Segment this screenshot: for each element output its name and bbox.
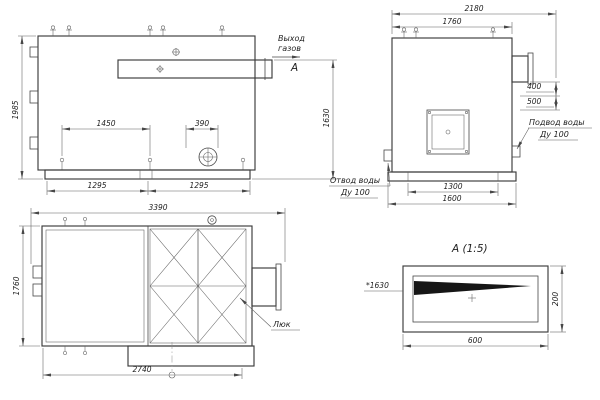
front-view: 2180 1760 400 500 Подвод воды Ду 100 xyxy=(329,4,592,208)
boiler-body-front xyxy=(391,37,513,173)
lifting-eye-icon xyxy=(172,48,180,56)
dim-400-label: 400 xyxy=(527,82,542,91)
dim-overall-length: 3390 xyxy=(30,203,286,264)
dim-1985-label: 1985 xyxy=(11,100,20,119)
dim-body-width-front: 1760 xyxy=(392,17,513,34)
dim-base-spans: 1295 1295 xyxy=(46,181,251,195)
water-outlet-callout: Отвод воды Ду 100 xyxy=(329,162,391,199)
dim-1760-plan-label: 1760 xyxy=(12,276,21,295)
dim-1295-left-label: 1295 xyxy=(87,181,106,190)
convective-panels xyxy=(149,228,247,344)
detail-title: А (1:5) xyxy=(451,243,488,255)
dim-overall-height: 1985 xyxy=(11,35,43,180)
water-outlet-label-line2: Ду 100 xyxy=(340,188,370,197)
dim-base-outer: 1600 xyxy=(387,183,517,208)
side-view: Выход газов А 1450 390 1295 1295 xyxy=(11,25,337,195)
burner-flange xyxy=(198,147,218,167)
gas-out-label-line2: газов xyxy=(278,44,301,53)
edge-fittings-plan xyxy=(63,217,87,355)
dim-500-label: 500 xyxy=(527,97,542,106)
dim-3390-label: 3390 xyxy=(148,203,167,212)
water-inlet-callout: Подвод воды Ду 100 xyxy=(516,118,592,150)
base-frame-side xyxy=(44,169,251,180)
dim-1630-label: 1630 xyxy=(322,108,331,127)
dim-200-label: 200 xyxy=(551,292,560,307)
hatch-label: Люк xyxy=(272,320,291,329)
dim-1300-label: 1300 xyxy=(443,182,462,191)
duct-crosshair-icon xyxy=(156,65,164,73)
detail-view-a: А (1:5) *1630 200 600 xyxy=(364,243,566,350)
dim-2740-label: 2740 xyxy=(132,365,151,374)
left-flanges-plan xyxy=(32,265,43,297)
gas-duct-front xyxy=(511,55,529,83)
dim-ref-height: *1630 xyxy=(364,281,403,292)
detail-inner-wall xyxy=(412,275,539,323)
hatch-callout: Люк xyxy=(239,297,300,331)
dim-390-label: 390 xyxy=(195,119,210,128)
dim-burner-offset: 390 xyxy=(185,119,219,148)
top-fittings-side xyxy=(50,25,225,36)
boiler-body-side xyxy=(37,35,256,171)
water-outlet-flange xyxy=(383,149,393,162)
vent-pipe-plan xyxy=(207,215,217,225)
gas-duct-plan xyxy=(251,267,277,307)
dim-1450-label: 1450 xyxy=(96,119,115,128)
water-inlet-label-line2: Ду 100 xyxy=(539,130,569,139)
section-mark-a: А xyxy=(290,62,298,74)
dim-detail-height: 200 xyxy=(550,265,566,333)
dim-body-width-plan: 1760 xyxy=(12,225,40,347)
left-flanges-side xyxy=(29,46,39,150)
duct-flange-front xyxy=(527,52,534,85)
dim-ref1630-label: *1630 xyxy=(366,281,389,290)
gas-out-label-line1: Выход xyxy=(278,34,305,43)
detail-outer-wall xyxy=(402,265,549,333)
dim-1760-front-label: 1760 xyxy=(442,17,461,26)
top-fittings-front xyxy=(401,27,496,38)
duct-flange-plan xyxy=(275,263,282,311)
gas-duct-side xyxy=(117,59,273,79)
dim-1295-right-label: 1295 xyxy=(189,181,208,190)
plan-view: Люк 3390 1760 2740 xyxy=(12,203,300,379)
dim-overall-width: 2180 xyxy=(391,4,557,78)
front-chamber-plan xyxy=(45,229,145,343)
dim-base-inner: 1300 xyxy=(407,182,499,196)
center-mark-icon xyxy=(468,294,476,302)
weld-wedge xyxy=(414,281,531,295)
access-door xyxy=(426,109,470,155)
dim-lower-duct-length: 2740 xyxy=(42,348,243,379)
water-outlet-label-line1: Отвод воды xyxy=(330,176,380,185)
water-inlet-label-line1: Подвод воды xyxy=(529,118,585,127)
bottom-fittings-side xyxy=(59,157,246,170)
dim-bottom-pitch: 1450 xyxy=(61,119,151,156)
dim-detail-width: 600 xyxy=(402,334,549,350)
dim-2180-label: 2180 xyxy=(464,4,483,13)
dim-outlet-height: 1630 xyxy=(252,59,337,180)
dim-duct-drops: 400 500 xyxy=(520,81,560,111)
dim-1600-label: 1600 xyxy=(442,194,461,203)
base-frame-front xyxy=(387,171,517,182)
water-inlet-flange xyxy=(511,145,521,158)
dim-600-label: 600 xyxy=(468,336,483,345)
